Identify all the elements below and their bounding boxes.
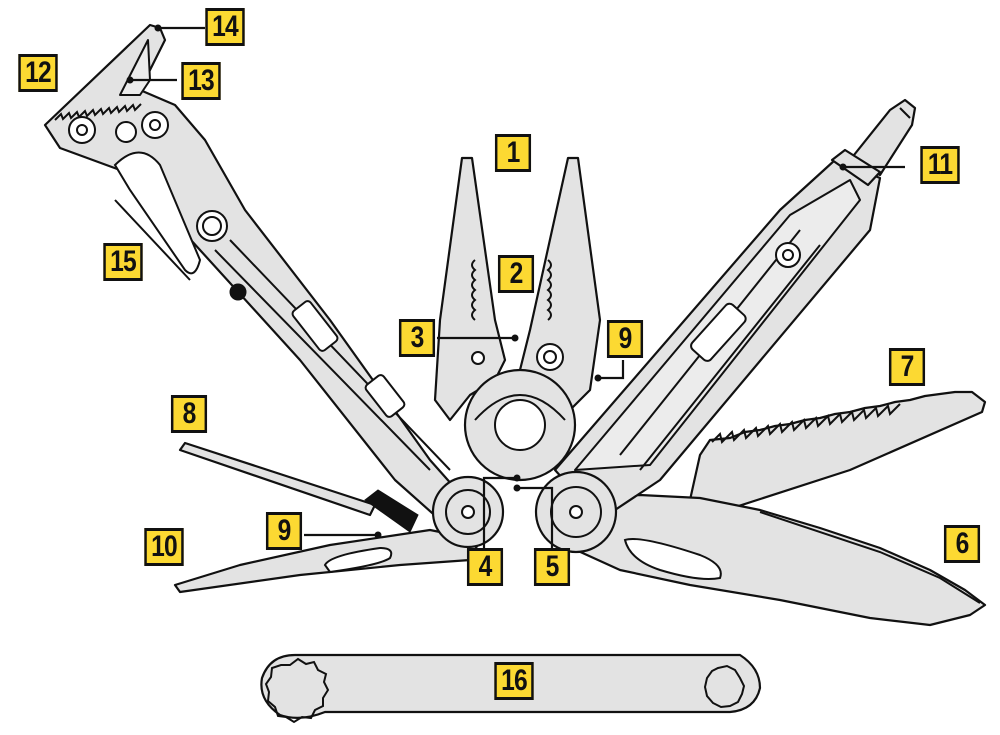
callout-11: 11 xyxy=(920,146,960,184)
left-pivot xyxy=(431,475,505,549)
callout-4: 4 xyxy=(466,548,504,586)
file-blade xyxy=(173,528,482,594)
left-handle xyxy=(43,23,472,522)
callout-10: 10 xyxy=(144,528,184,566)
callout-8: 8 xyxy=(170,395,208,433)
callout-6: 6 xyxy=(943,525,981,563)
right-pivot xyxy=(534,470,618,554)
callout-7: 7 xyxy=(888,348,926,386)
callout-2: 2 xyxy=(497,255,535,293)
callout-5: 5 xyxy=(533,548,571,586)
callout-3: 3 xyxy=(398,319,436,357)
callout-12: 12 xyxy=(18,54,58,92)
callout-9-right: 9 xyxy=(606,320,644,358)
saw-blade xyxy=(688,390,987,514)
pliers xyxy=(433,156,602,482)
bit-driver xyxy=(178,441,419,533)
callout-15: 15 xyxy=(103,243,143,281)
knife-blade xyxy=(558,493,987,627)
callout-9-left: 9 xyxy=(265,512,303,550)
callout-14: 14 xyxy=(205,8,245,46)
callout-16: 16 xyxy=(494,662,534,700)
callout-13: 13 xyxy=(181,62,221,100)
callout-1: 1 xyxy=(494,134,532,172)
right-handle xyxy=(553,158,882,522)
leader-lines xyxy=(126,24,905,550)
